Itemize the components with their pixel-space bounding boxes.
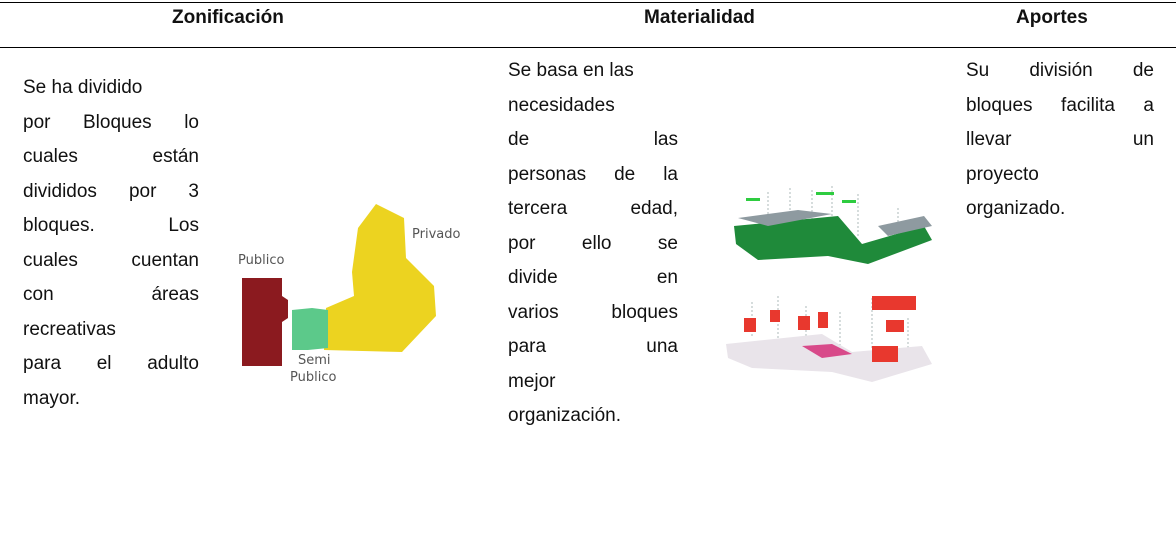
aportes-line: proyecto xyxy=(966,163,1039,185)
materialidad-line: necesidades xyxy=(508,94,615,116)
materialidad-line: de las xyxy=(508,129,678,150)
model-red-block xyxy=(744,318,756,332)
model-green-roof xyxy=(878,216,932,236)
zoning-diagram: Publico Privado Semi Publico xyxy=(238,204,460,385)
zonificacion-line: divididos por 3 xyxy=(23,180,199,202)
model-red-slab xyxy=(726,334,932,382)
materialidad-line: divide en xyxy=(508,267,678,288)
zonificacion-line: recreativas xyxy=(23,318,116,340)
model-red-block xyxy=(886,320,904,332)
model-green-image xyxy=(734,186,932,264)
model-red-block xyxy=(818,312,828,328)
aportes-line: Su división de xyxy=(966,60,1154,81)
aportes-line: llevar un xyxy=(966,129,1154,150)
zonificacion-line: cuales cuentan xyxy=(23,249,199,271)
zonificacion-text: Se ha dividido por Bloques lo cuales est… xyxy=(23,71,199,416)
label-privado: Privado xyxy=(412,227,460,242)
materialidad-line: Se basa en las xyxy=(508,60,634,81)
materialidad-line: por ello se xyxy=(508,232,678,254)
label-publico: Publico xyxy=(238,253,284,268)
zonificacion-line: mayor. xyxy=(23,387,81,409)
zonificacion-line: para el adulto xyxy=(23,353,199,374)
label-semi: Semi xyxy=(298,353,331,368)
aportes-line: organizado. xyxy=(966,198,1066,219)
table-top-rule xyxy=(0,2,1176,3)
model-green-accent xyxy=(816,192,834,195)
materialidad-line: mejor xyxy=(508,370,556,392)
zonificacion-line: Se ha dividido xyxy=(23,77,143,98)
materialidad-line: tercera edad, xyxy=(508,198,678,219)
header-materialidad: Materialidad xyxy=(644,7,755,28)
model-red-block xyxy=(798,316,810,330)
model-green-accent xyxy=(842,200,856,203)
model-red-image xyxy=(726,296,932,382)
publico-zone xyxy=(242,278,288,366)
model-red-block xyxy=(872,346,898,362)
header-aportes: Aportes xyxy=(1016,7,1088,28)
aportes-line: bloques facilita a xyxy=(966,94,1154,116)
zonificacion-line: cuales están xyxy=(23,146,199,167)
label-semi-publico: Publico xyxy=(290,370,336,385)
aportes-text: Su división de bloques facilita a llevar… xyxy=(966,54,1154,227)
header-zonificacion: Zonificación xyxy=(172,7,284,28)
model-red-slab xyxy=(802,344,852,358)
materialidad-line: personas de la xyxy=(508,163,678,185)
model-red-block xyxy=(770,310,780,322)
table-header-rule xyxy=(0,47,1176,48)
semi-publico-zone xyxy=(292,308,328,350)
privado-zone xyxy=(324,204,436,352)
materialidad-line: varios bloques xyxy=(508,301,678,323)
model-red-block xyxy=(872,296,916,310)
materialidad-text: Se basa en las necesidades de las person… xyxy=(508,54,678,434)
model-green-slab xyxy=(734,216,932,264)
materialidad-line: para una xyxy=(508,336,678,357)
materialidad-line: organización. xyxy=(508,405,622,426)
zonificacion-line: con áreas xyxy=(23,284,199,305)
zonificacion-line: por Bloques lo xyxy=(23,111,199,133)
model-green-accent xyxy=(746,198,760,201)
zonificacion-line: bloques. Los xyxy=(23,215,199,236)
model-green-roof xyxy=(738,210,832,226)
